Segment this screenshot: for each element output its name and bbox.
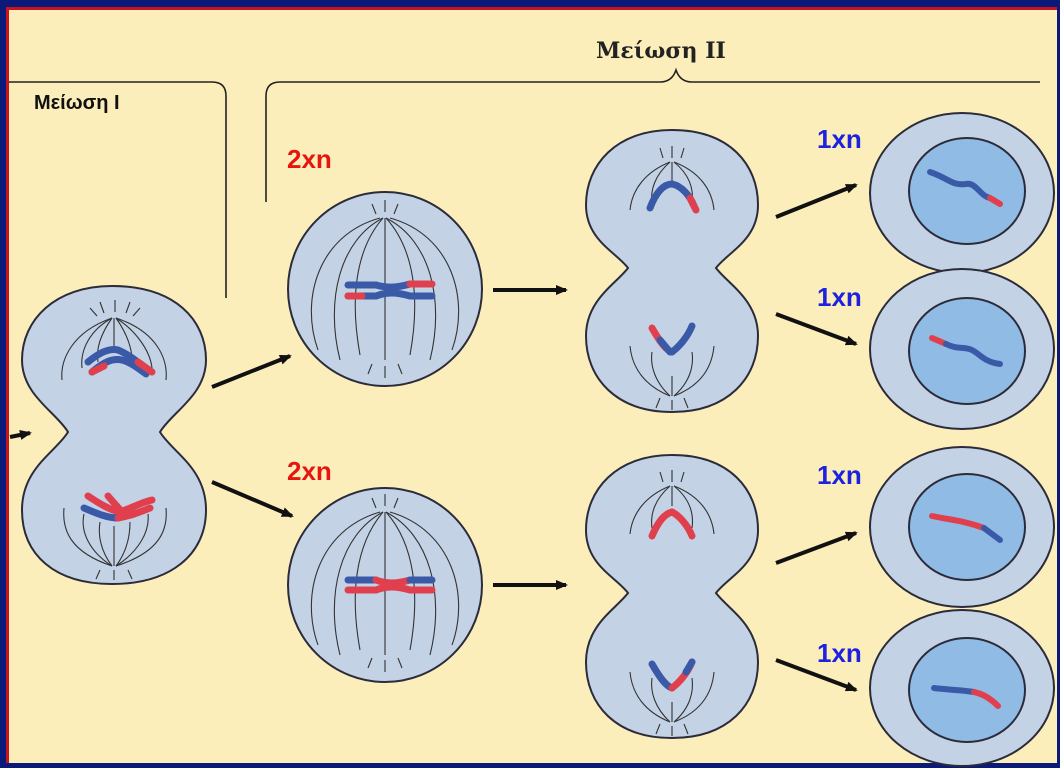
arrow-to-daughter-1 (776, 185, 856, 217)
haploid-label-3: 1xn (817, 460, 862, 491)
diploid-label-top: 2xn (287, 144, 332, 175)
arrow-to-daughter-2 (776, 314, 856, 344)
arrow-to-daughter-3 (776, 533, 856, 563)
haploid-label-1: 1xn (817, 124, 862, 155)
entry-arrow (10, 433, 30, 437)
metaphase-2-cell-bottom (288, 488, 482, 682)
metaphase-2-cell-top (288, 192, 482, 386)
haploid-label-2: 1xn (817, 282, 862, 313)
daughter-cell-4 (870, 610, 1054, 766)
haploid-label-4: 1xn (817, 638, 862, 669)
daughter-cell-2 (870, 269, 1054, 429)
anaphase-2-cell-top (586, 130, 758, 412)
meiosis-1-dividing-cell (22, 286, 206, 584)
diploid-label-bottom: 2xn (287, 456, 332, 487)
meiosis-1-label: Μείωση Ι (34, 92, 120, 115)
meiosis-2-label: Μείωση ΙΙ (596, 38, 726, 64)
daughter-cell-1 (870, 113, 1054, 273)
daughter-cell-3 (870, 447, 1054, 607)
anaphase-2-cell-bottom (586, 455, 758, 738)
arrow-to-bottom-cell (212, 482, 292, 516)
arrow-to-top-cell (212, 356, 290, 387)
